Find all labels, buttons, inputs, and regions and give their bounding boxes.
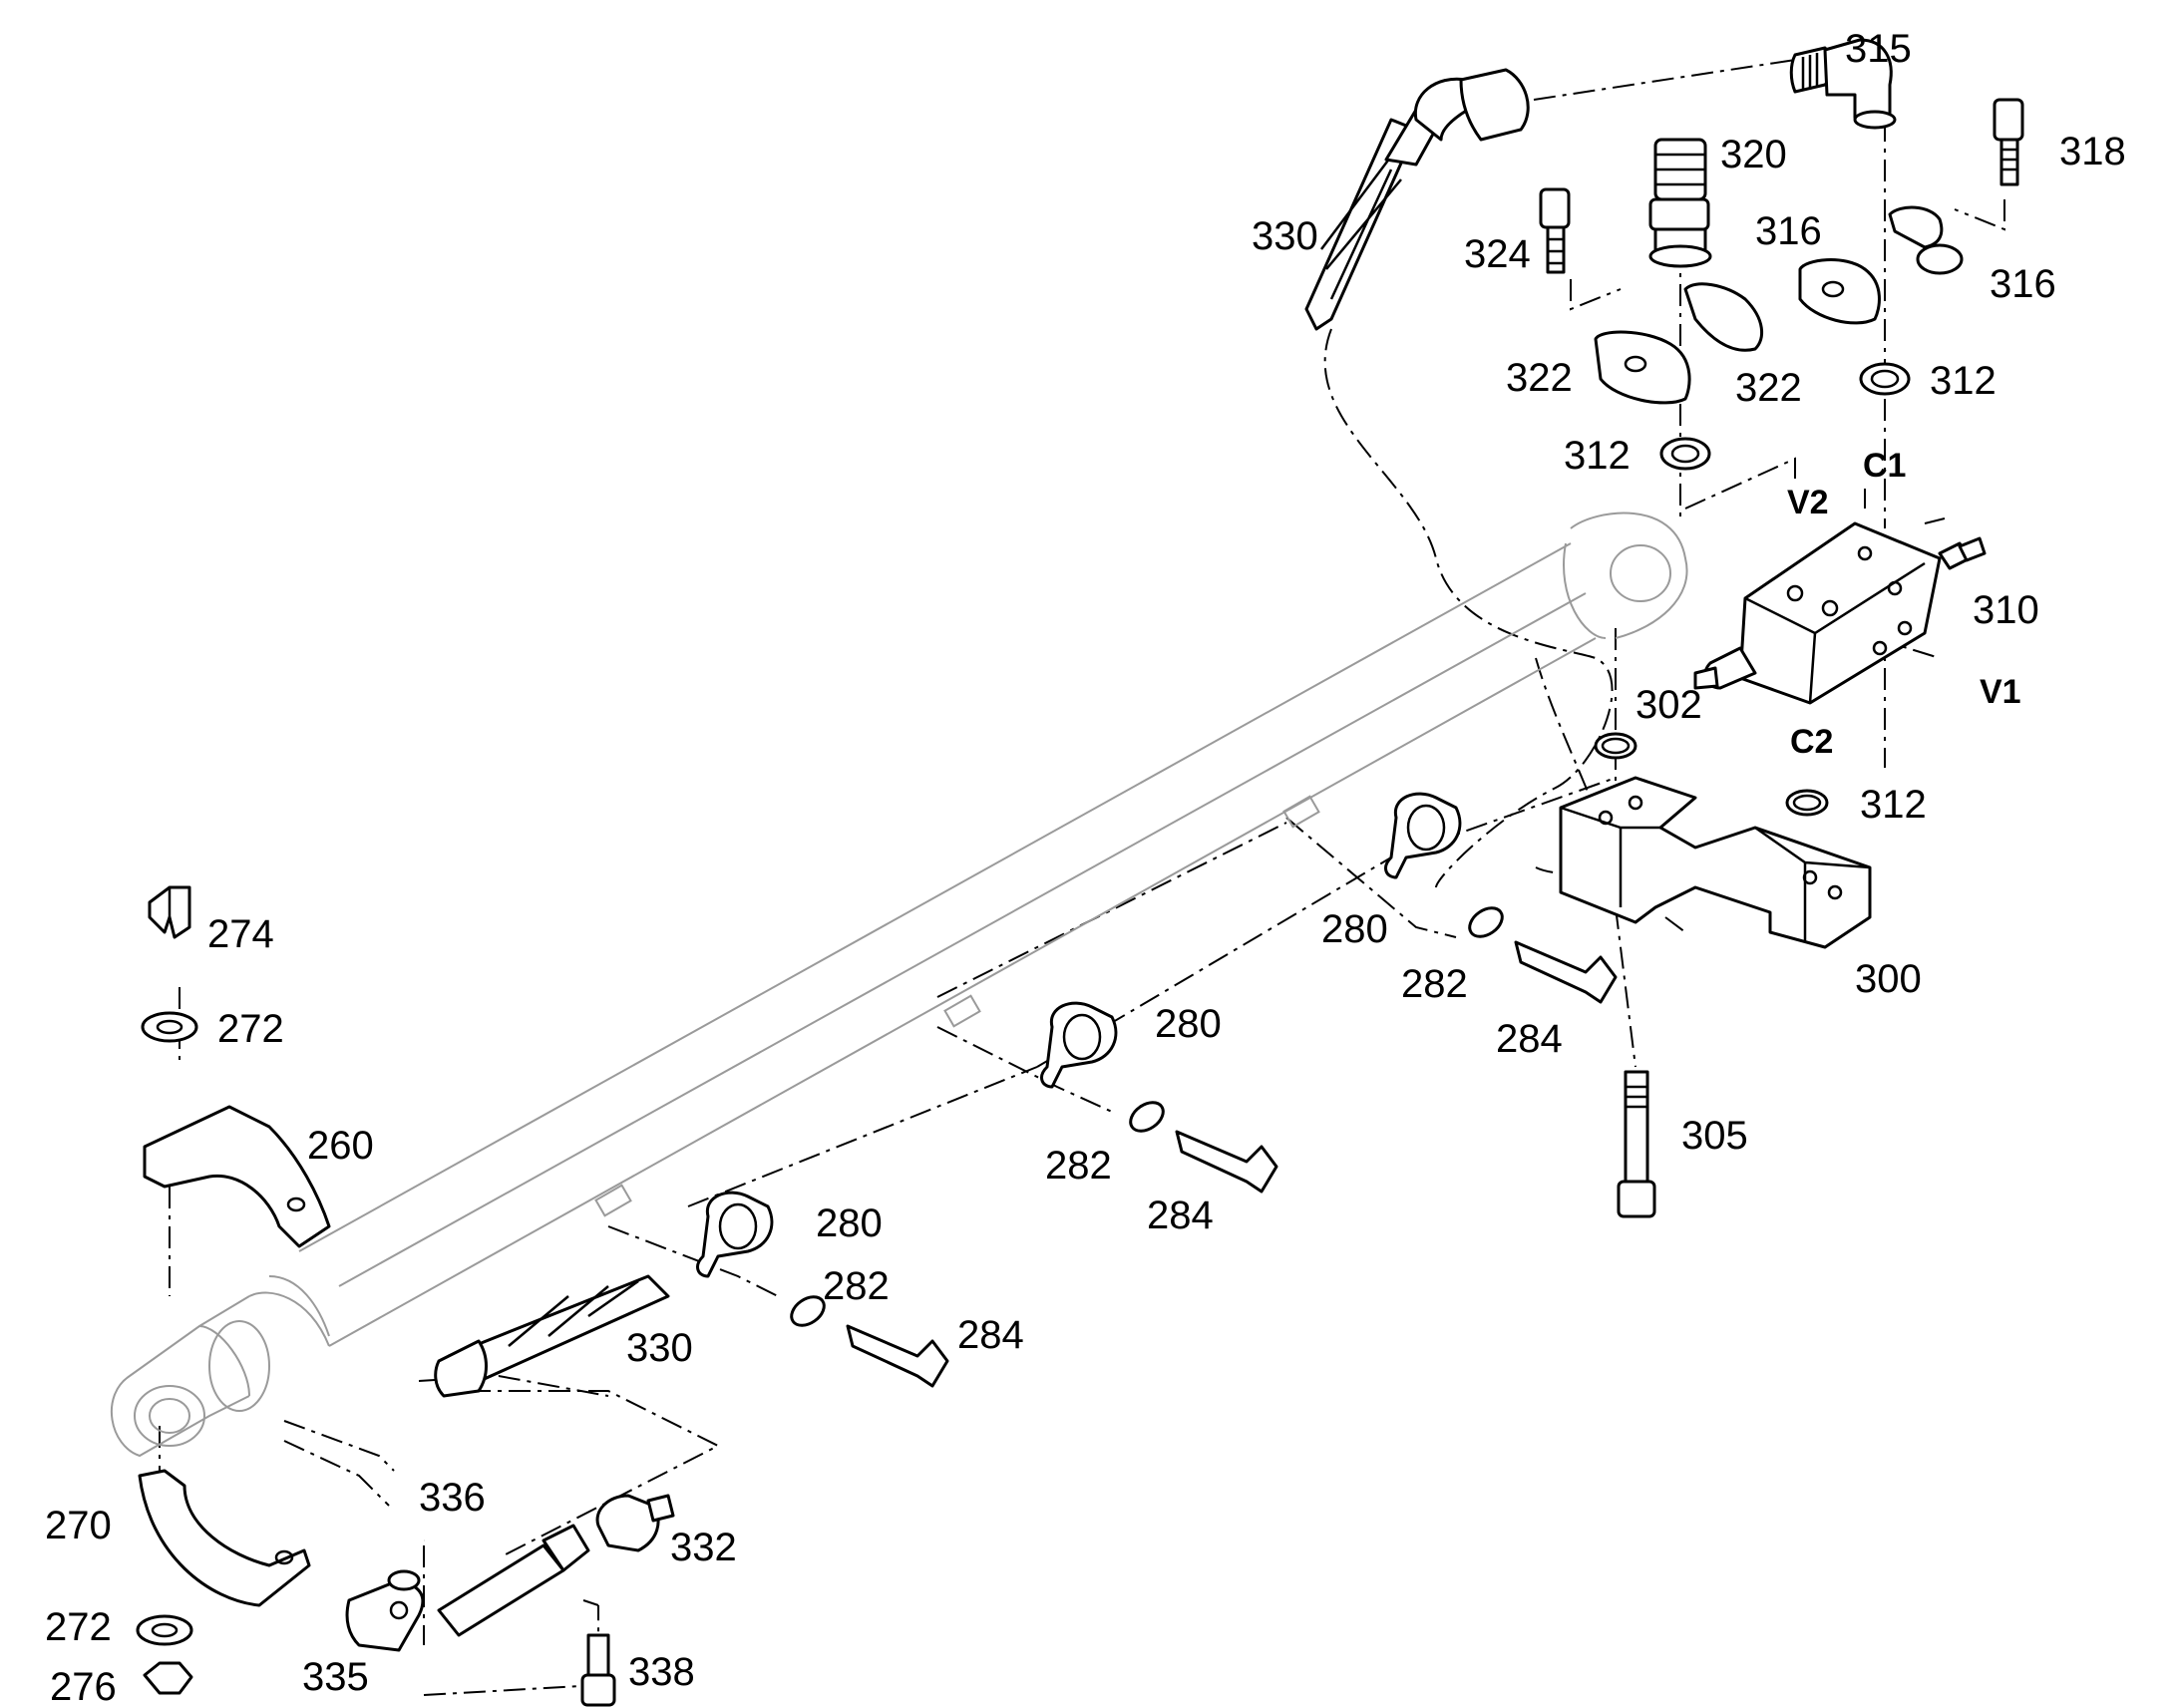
callout-316-a: 316 (1755, 209, 1822, 253)
callout-336: 336 (419, 1476, 486, 1520)
fitting-320 (1648, 138, 1712, 268)
callout-274: 274 (207, 912, 274, 956)
callout-270: 270 (45, 1504, 112, 1547)
cylinder-mount-clamps (136, 885, 331, 1695)
callout-300: 300 (1855, 957, 1922, 1001)
o-rings (1594, 362, 1911, 817)
part-callouts: 315 318 320 330 324 316 316 322 322 312 … (45, 27, 2126, 1708)
callout-280-b: 280 (1321, 907, 1388, 951)
callout-312-b: 312 (1564, 434, 1631, 478)
callout-315: 315 (1845, 27, 1912, 71)
callout-320: 320 (1720, 133, 1787, 176)
callout-322-a: 322 (1506, 356, 1573, 400)
fitting-332 (595, 1494, 675, 1552)
callout-330-bottom: 330 (626, 1326, 693, 1370)
callout-284-b: 284 (1147, 1194, 1214, 1237)
callout-284-c: 284 (957, 1313, 1024, 1357)
callout-330-top: 330 (1252, 214, 1318, 258)
screw-318 (1993, 98, 2024, 186)
manifold-block-300 (1559, 776, 1872, 949)
callout-332: 332 (670, 1526, 737, 1569)
callout-282-b: 282 (1045, 1144, 1112, 1188)
hose-clips (696, 792, 1618, 1388)
callout-280-a: 280 (1155, 1002, 1222, 1046)
callout-312-c: 312 (1860, 783, 1927, 827)
callout-282-a: 282 (1401, 962, 1468, 1006)
callout-322-b: 322 (1735, 366, 1802, 410)
callout-312-a: 312 (1930, 359, 1997, 403)
callout-280-c: 280 (816, 1201, 883, 1245)
callout-318: 318 (2059, 130, 2126, 173)
valve-block-310 (1693, 521, 1987, 705)
callout-282-c: 282 (823, 1264, 890, 1308)
callout-316-b: 316 (1990, 262, 2056, 306)
callout-310: 310 (1973, 588, 2039, 632)
callout-272-a: 272 (217, 1007, 284, 1051)
callout-324: 324 (1464, 232, 1531, 276)
port-c1: C1 (1863, 447, 1906, 485)
callout-338: 338 (628, 1650, 695, 1694)
callout-276: 276 (50, 1665, 117, 1708)
hydraulic-cylinder (111, 512, 1688, 1458)
port-v1: V1 (1980, 673, 2021, 711)
pipe-335 (345, 1524, 590, 1652)
callout-284-a: 284 (1496, 1017, 1563, 1061)
callout-260: 260 (307, 1124, 374, 1168)
callout-272-b: 272 (45, 1605, 112, 1649)
callout-302: 302 (1635, 683, 1702, 727)
elbow-fitting-315 (1789, 38, 1897, 130)
port-c2: C2 (1790, 723, 1833, 761)
clamps-316-322 (1594, 205, 1964, 405)
callout-305: 305 (1681, 1114, 1748, 1158)
port-v2: V2 (1787, 484, 1829, 521)
screw-324 (1539, 187, 1571, 274)
hose-330-top (1304, 68, 1530, 331)
hose-330-bottom (434, 1274, 670, 1398)
screw-338 (580, 1633, 616, 1707)
screw-305 (1617, 1070, 1656, 1218)
callout-335: 335 (302, 1655, 369, 1699)
